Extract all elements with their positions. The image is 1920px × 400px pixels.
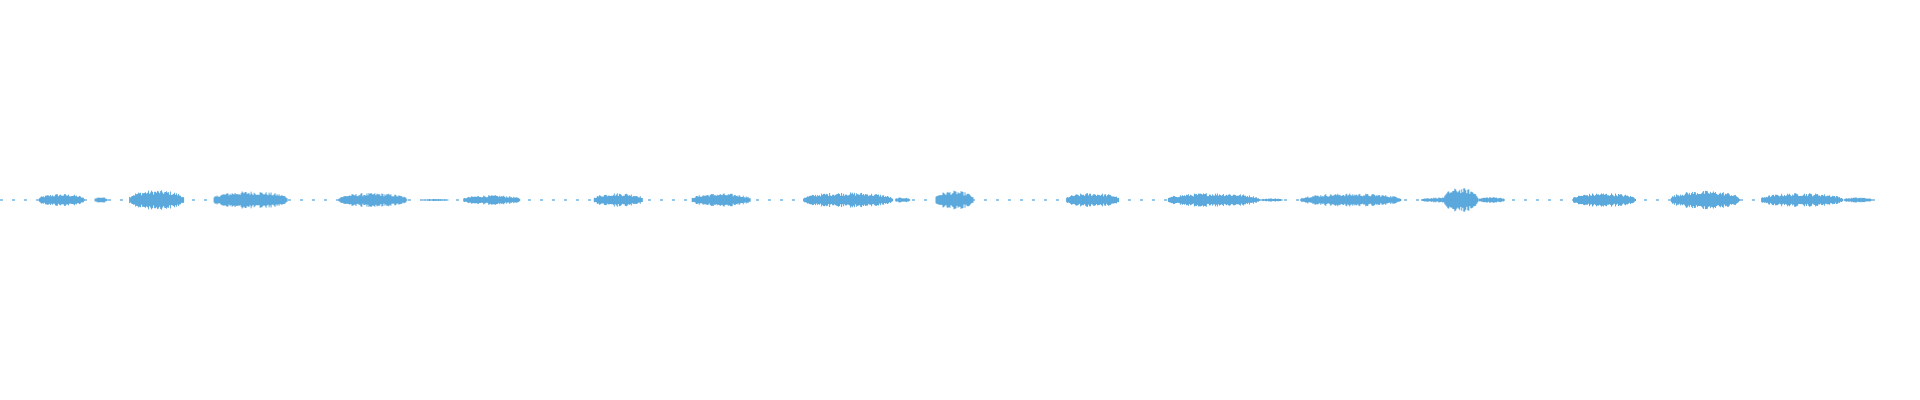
waveform-segment xyxy=(1573,193,1636,207)
waveform-segment xyxy=(338,193,408,207)
waveform-segment xyxy=(421,199,449,201)
waveform-segment xyxy=(895,197,911,203)
waveform-segment xyxy=(691,193,751,207)
waveform-segment xyxy=(129,190,185,210)
waveform-segment xyxy=(1444,188,1479,212)
waveform-segment xyxy=(1478,197,1505,203)
waveform-segment xyxy=(1670,190,1740,210)
waveform-segment xyxy=(1761,193,1844,207)
waveform-segment xyxy=(1261,198,1283,202)
waveform-segment xyxy=(213,191,288,209)
waveform-segment xyxy=(1843,197,1872,203)
waveform-segment xyxy=(38,194,85,206)
waveform-segment xyxy=(593,193,643,207)
waveform-segment xyxy=(1167,193,1260,207)
waveform-segment xyxy=(1300,193,1402,207)
waveform-segment xyxy=(1066,193,1120,207)
waveform-bars xyxy=(38,188,1872,212)
waveform-segment xyxy=(935,190,974,210)
waveform-segment xyxy=(463,195,521,205)
waveform-segment xyxy=(94,197,108,203)
waveform-segment xyxy=(803,192,894,208)
